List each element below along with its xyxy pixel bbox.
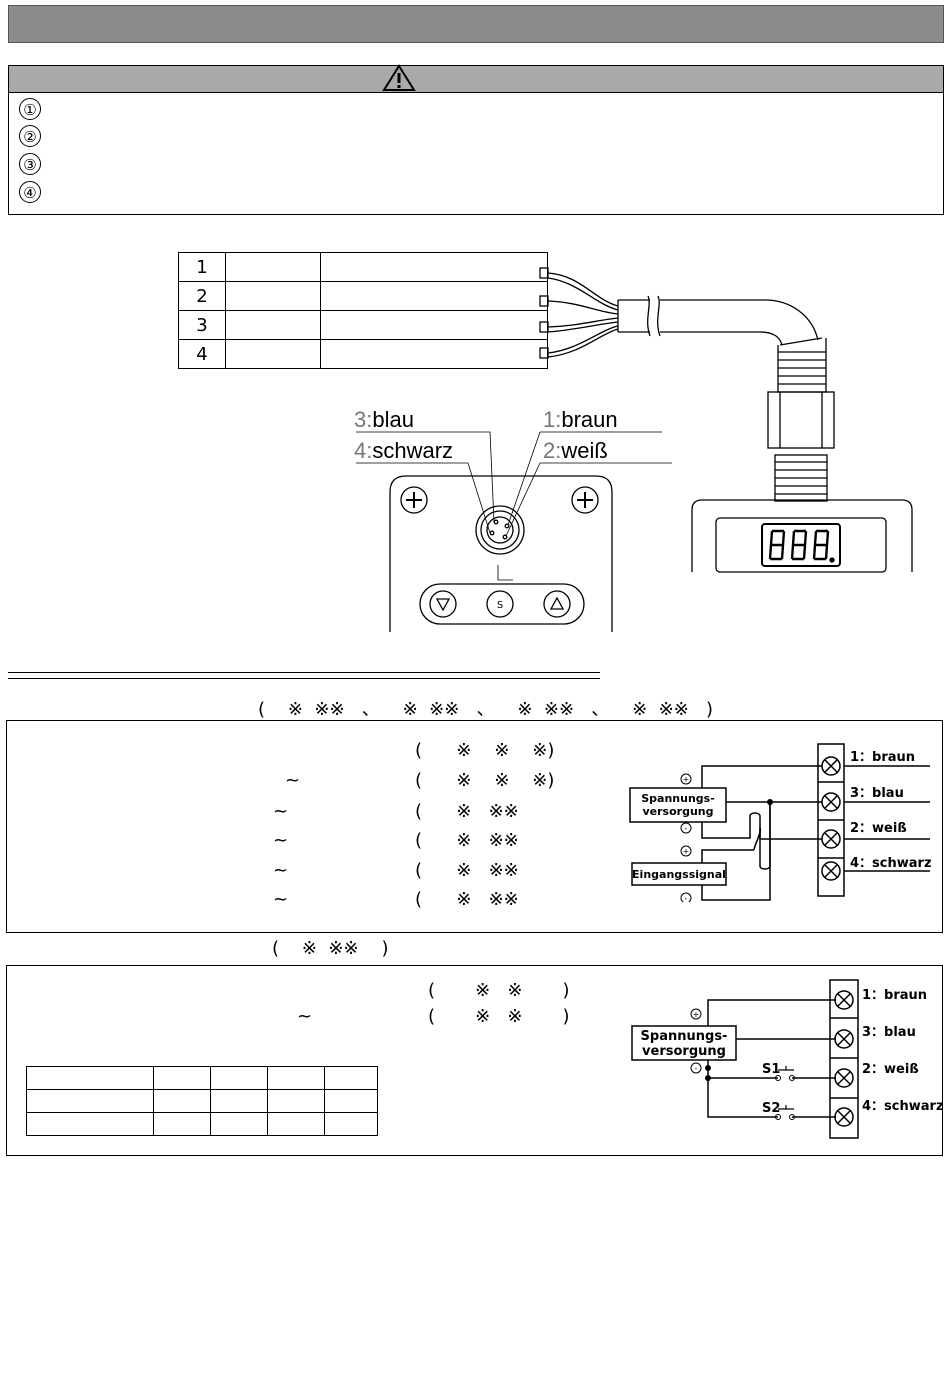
terminal-3-label: 3：blau [850, 786, 904, 801]
table-row: 2 [178, 281, 548, 311]
terminal-2-label: 2：weiß [850, 821, 907, 836]
pin4-label: 4:schwarz [354, 438, 454, 463]
section-divider [8, 672, 600, 679]
pin1-label: 1:braun [543, 407, 618, 432]
wire-table: 1 2 3 4 [178, 252, 548, 369]
warning-header [9, 64, 943, 93]
section1-wiring-diagram: + - + - Spannungs-versorgung Eingangssig… [629, 743, 932, 902]
pin2-label: 2:weiß [543, 438, 608, 463]
input-signal-label: Eingangssignal [632, 868, 726, 881]
table-row: 3 [178, 310, 548, 340]
plus-label: + [683, 847, 690, 856]
terminal-4-label: 4：schwarz [850, 856, 932, 871]
s1-row-6-tilde: ~ [273, 889, 289, 910]
minus-label: - [695, 1064, 698, 1073]
minus-label: - [685, 894, 688, 902]
warning-box: ① ② ③ ④ [8, 64, 944, 215]
wire-number: 2 [178, 281, 226, 311]
s-button-label: S [497, 600, 503, 611]
switch-s2-label: S2 [762, 1101, 780, 1116]
terminal-4-label: 4：schwarz [862, 1099, 942, 1114]
plus-label: + [693, 1010, 700, 1019]
supply-label: Spannungs-versorgung [641, 792, 715, 818]
s1-row-4-paren: ( ※ ※※ [415, 830, 519, 851]
wire-number: 3 [178, 310, 226, 340]
s1-row-3-paren: ( ※ ※※ [415, 801, 519, 822]
switch-table [26, 1066, 378, 1136]
header-bar [8, 5, 944, 43]
warning-item-4: ④ [19, 181, 41, 203]
table-row [26, 1112, 378, 1136]
warning-item-2: ② [19, 125, 41, 147]
s1-row-3-tilde: ~ [273, 801, 289, 822]
s2-row-2-paren: ( ※ ※ ) [428, 1006, 570, 1027]
table-row [26, 1089, 378, 1113]
warning-triangle-icon [382, 64, 416, 91]
section2-box [6, 965, 943, 1156]
s1-row-4-tilde: ~ [273, 830, 289, 851]
minus-label: - [685, 824, 688, 833]
section1-box [6, 720, 943, 933]
plus-label: + [683, 775, 690, 784]
switch-s1-label: S1 [762, 1062, 780, 1077]
terminal-2-label: 2：weiß [862, 1062, 919, 1077]
table-row [26, 1066, 378, 1090]
pin3-label: 3:blau [354, 407, 414, 432]
terminal-1-label: 1：braun [862, 988, 927, 1003]
s1-row-5-paren: ( ※ ※※ [415, 860, 519, 881]
table-row: 4 [178, 339, 548, 369]
s1-row-1-paren: ( ※ ※ ※) [415, 740, 555, 761]
supply-label: Spannungs-versorgung [641, 1029, 728, 1059]
section2-wiring-diagram: + - Spannungs-versorgung S1 S2 1：braun 3… [631, 979, 942, 1139]
s1-row-2-paren: ( ※ ※ ※) [415, 770, 555, 791]
s2-row-2-tilde: ~ [297, 1006, 313, 1027]
warning-item-1: ① [19, 98, 41, 120]
table-row: 1 [178, 252, 548, 282]
wire-number: 1 [178, 252, 226, 282]
section2-models: ( ※ ※※ ) [272, 938, 389, 959]
warning-item-3: ③ [19, 153, 41, 175]
s1-row-5-tilde: ~ [273, 860, 289, 881]
wire-number: 4 [178, 339, 226, 369]
s1-row-6-paren: ( ※ ※※ [415, 889, 519, 910]
terminal-3-label: 3：blau [862, 1025, 916, 1040]
cable-device-drawing: S [356, 267, 913, 632]
s2-row-1-paren: ( ※ ※ ) [428, 980, 570, 1001]
terminal-1-label: 1：braun [850, 750, 915, 765]
s1-row-2-tilde: ~ [285, 770, 301, 791]
section1-models: ( ※ ※※ 、 ※ ※※ 、 ※ ※※ 、 ※ ※※ ) [258, 699, 714, 720]
